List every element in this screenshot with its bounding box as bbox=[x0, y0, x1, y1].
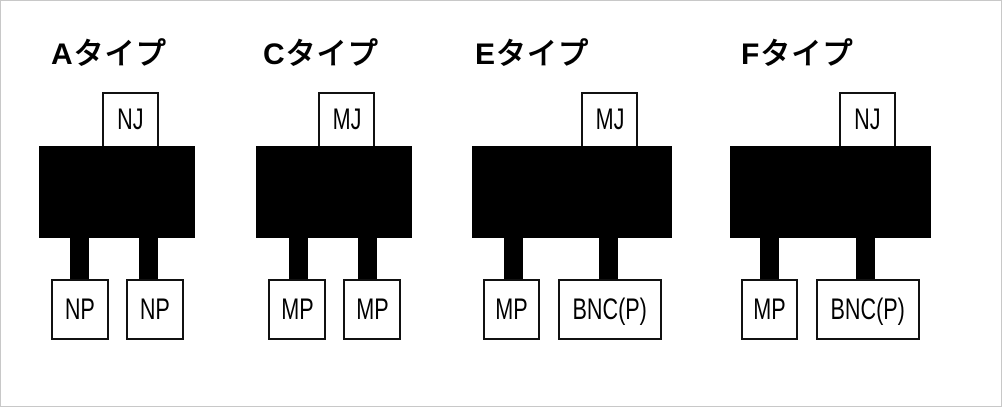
type-e-leg-right bbox=[599, 237, 618, 280]
type-e-title: Eタイプ bbox=[475, 38, 590, 71]
type-f-leg-right bbox=[856, 237, 875, 280]
type-f-bottom-connector-right: BNC(P) bbox=[816, 279, 920, 340]
type-f-top-connector: NJ bbox=[839, 92, 896, 148]
type-a-leg-left bbox=[70, 237, 89, 280]
type-e-adapter-body bbox=[472, 146, 672, 238]
connector-label: NJ bbox=[854, 103, 881, 136]
type-c-bottom-connector-left: MP bbox=[268, 279, 326, 340]
connector-label: MP bbox=[280, 292, 314, 326]
type-a-leg-right bbox=[139, 237, 158, 280]
type-f-adapter-body bbox=[730, 146, 931, 238]
type-f-leg-left bbox=[760, 237, 779, 280]
connector-label: NP bbox=[139, 292, 171, 326]
type-e-bottom-connector-left: MP bbox=[483, 279, 540, 340]
type-a-bottom-connector-left: NP bbox=[51, 279, 109, 340]
type-c-title: Cタイプ bbox=[263, 38, 379, 71]
connector-label: NJ bbox=[117, 103, 144, 136]
type-a-bottom-connector-right: NP bbox=[126, 279, 184, 340]
type-c-leg-right bbox=[358, 237, 377, 280]
type-e-bottom-connector-right: BNC(P) bbox=[558, 279, 662, 340]
type-c-adapter-body bbox=[256, 146, 412, 238]
type-a-top-connector: NJ bbox=[102, 92, 159, 148]
connector-label: BNC(P) bbox=[830, 292, 906, 326]
connector-label: MP bbox=[355, 292, 389, 326]
connector-label: NP bbox=[64, 292, 96, 326]
type-c-bottom-connector-right: MP bbox=[343, 279, 401, 340]
type-a-adapter-body bbox=[39, 146, 195, 238]
type-c-leg-left bbox=[289, 237, 308, 280]
connector-label: BNC(P) bbox=[572, 292, 648, 326]
connector-label: MP bbox=[753, 292, 786, 326]
connector-label: MJ bbox=[595, 103, 624, 136]
connector-label: MP bbox=[495, 292, 528, 326]
type-c-top-connector: MJ bbox=[318, 92, 375, 148]
type-e-top-connector: MJ bbox=[581, 92, 638, 148]
connector-label: MJ bbox=[332, 103, 361, 136]
type-f-title: Fタイプ bbox=[741, 38, 854, 71]
type-a-title: Aタイプ bbox=[51, 38, 167, 71]
type-f-bottom-connector-left: MP bbox=[741, 279, 798, 340]
type-e-leg-left bbox=[504, 237, 523, 280]
